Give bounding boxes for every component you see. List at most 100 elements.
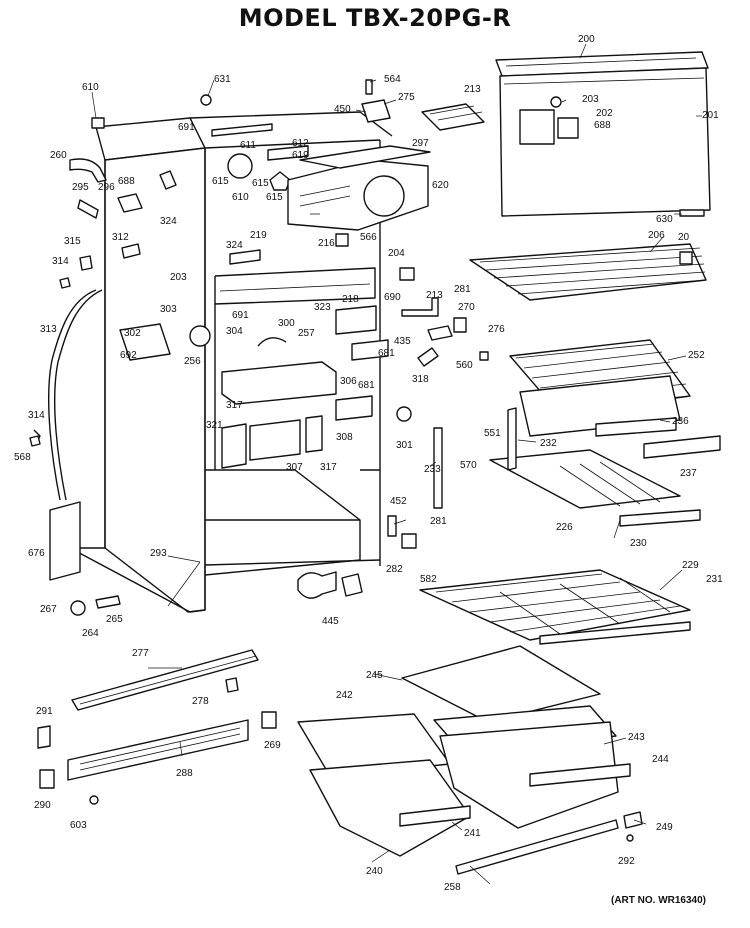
label-321: 321 [206, 420, 223, 431]
label-282: 282 [386, 564, 403, 575]
label-231: 231 [706, 574, 723, 585]
label-582: 582 [420, 574, 437, 585]
label-304: 304 [226, 326, 243, 337]
label-241: 241 [464, 828, 481, 839]
label-681-mid: 681 [358, 380, 375, 391]
label-688-door: 688 [594, 120, 611, 131]
label-213-mid: 213 [426, 290, 443, 301]
label-615-a: 615 [212, 176, 229, 187]
leader-lines [91, 43, 702, 885]
label-620: 620 [432, 180, 449, 191]
part-number-labels: 200 201 202 203 688 630 206 20 213 275 5… [14, 34, 723, 893]
label-256: 256 [184, 356, 201, 367]
label-226: 226 [556, 522, 573, 533]
label-218: 218 [342, 294, 359, 305]
label-245: 245 [366, 670, 383, 681]
label-691-top: 691 [178, 122, 195, 133]
label-281-low: 281 [430, 516, 447, 527]
label-317-top: 317 [226, 400, 243, 411]
brackets [335, 267, 489, 422]
label-297: 297 [412, 138, 429, 149]
label-219: 219 [250, 230, 267, 241]
bottom-trim-parts [37, 649, 277, 805]
label-681-bracket: 681 [378, 348, 395, 359]
label-269: 269 [264, 740, 281, 751]
label-292: 292 [618, 856, 635, 867]
label-318: 318 [412, 374, 429, 385]
label-324-mid: 324 [226, 240, 243, 251]
label-264: 264 [82, 628, 99, 639]
model-title: MODEL TBX-20PG-R [238, 4, 512, 32]
label-260: 260 [50, 150, 67, 161]
label-691-mid: 691 [232, 310, 249, 321]
label-308: 308 [336, 432, 353, 443]
label-240: 240 [366, 866, 383, 877]
label-551: 551 [484, 428, 501, 439]
label-213-top: 213 [464, 84, 481, 95]
label-676: 676 [28, 548, 45, 559]
label-307: 307 [286, 462, 303, 473]
label-688-left: 688 [118, 176, 135, 187]
label-445: 445 [322, 616, 339, 627]
label-200: 200 [578, 34, 595, 45]
crisper-drawers [297, 645, 643, 875]
label-566: 566 [360, 232, 377, 243]
label-450: 450 [334, 104, 351, 115]
label-306: 306 [340, 376, 357, 387]
label-232: 232 [540, 438, 557, 449]
cabinet-liner [69, 111, 393, 613]
shelf-226 [489, 407, 721, 527]
label-568: 568 [14, 452, 31, 463]
label-206: 206 [648, 230, 665, 241]
freezer-shelf [469, 209, 707, 301]
label-277: 277 [132, 648, 149, 659]
label-276: 276 [488, 324, 505, 335]
label-300: 300 [278, 318, 295, 329]
label-291: 291 [36, 706, 53, 717]
label-252: 252 [688, 350, 705, 361]
label-288: 288 [176, 768, 193, 779]
label-302: 302 [124, 328, 141, 339]
label-275: 275 [398, 92, 415, 103]
label-312: 312 [112, 232, 129, 243]
label-257: 257 [298, 328, 315, 339]
label-290: 290 [34, 800, 51, 811]
label-452: 452 [390, 496, 407, 507]
label-216: 216 [318, 238, 335, 249]
label-317-low: 317 [320, 462, 337, 473]
label-435: 435 [394, 336, 411, 347]
control-parts [200, 79, 485, 265]
label-313: 313 [40, 324, 57, 335]
label-630: 630 [656, 214, 673, 225]
label-278: 278 [192, 696, 209, 707]
label-270: 270 [458, 302, 475, 313]
label-293: 293 [150, 548, 167, 559]
label-242: 242 [336, 690, 353, 701]
label-631: 631 [214, 74, 231, 85]
label-303: 303 [160, 304, 177, 315]
shelf-252 [509, 339, 691, 437]
art-number: (ART NO. WR16340) [610, 895, 706, 906]
label-611: 611 [240, 140, 256, 151]
label-315: 315 [64, 236, 81, 247]
label-244: 244 [652, 754, 669, 765]
label-324-left: 324 [160, 216, 177, 227]
drain-tube-313 [48, 289, 97, 501]
label-236: 236 [672, 416, 689, 427]
label-249: 249 [656, 822, 673, 833]
label-295: 295 [72, 182, 89, 193]
label-204: 204 [388, 248, 405, 259]
label-610-top: 610 [82, 82, 99, 93]
label-314-low: 314 [28, 410, 45, 421]
label-612: 612 [292, 138, 309, 149]
shelf-support-233 [433, 427, 443, 509]
label-281-top: 281 [454, 284, 471, 295]
light-assembly [119, 323, 363, 599]
label-323: 323 [314, 302, 331, 313]
label-258: 258 [444, 882, 461, 893]
label-230: 230 [630, 538, 647, 549]
label-20: 20 [678, 232, 690, 243]
label-203-door: 203 [582, 94, 599, 105]
label-301: 301 [396, 440, 413, 451]
